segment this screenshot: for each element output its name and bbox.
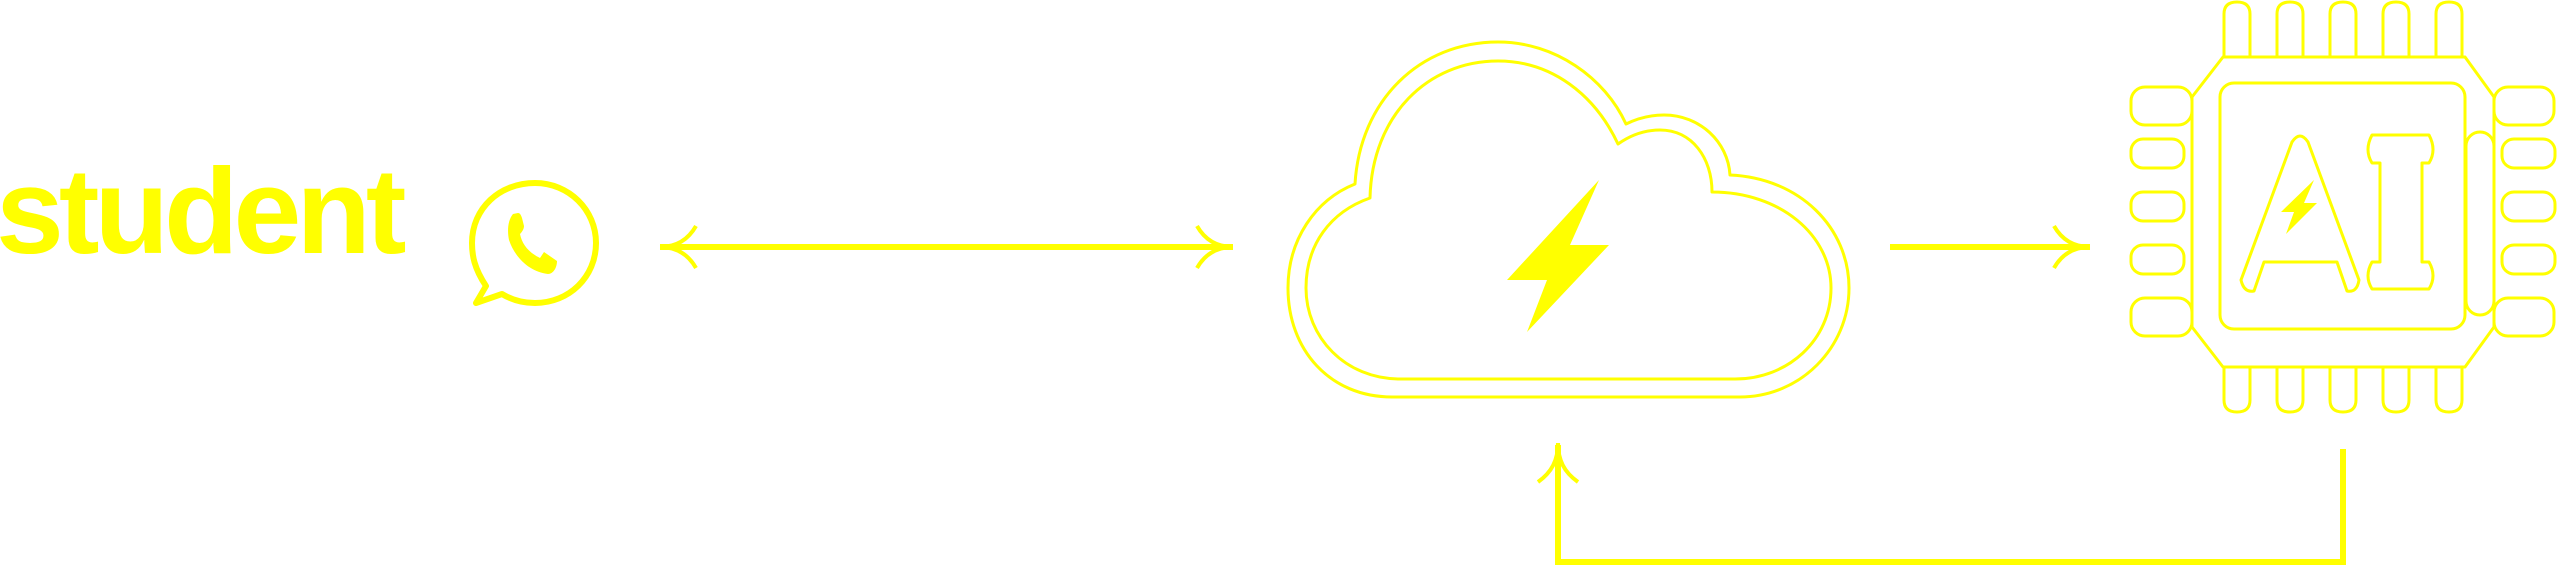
chip-lightning-icon [2281,180,2317,234]
letter-a-icon [2239,134,2361,293]
arrow-chip-cloud-return [1536,442,2346,565]
letter-i-icon [2366,133,2435,291]
chip-pins-top [2222,0,2464,59]
arrow-student-cloud [659,224,1234,270]
chip-pins-bottom [2222,365,2464,414]
arrow-cloud-chip [1890,224,2091,270]
whatsapp-icon [469,180,599,306]
ai-chip-icon [2129,0,2557,414]
chip-pins-sides [2129,85,2557,338]
student-label: student [0,143,407,279]
lightning-icon [1507,180,1609,332]
cloud-lightning-icon [1286,40,1851,399]
